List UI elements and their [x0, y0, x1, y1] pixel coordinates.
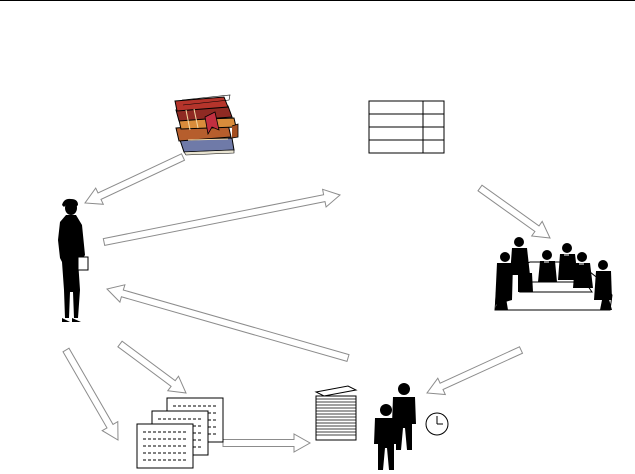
arrow-table-to-meeting — [478, 185, 550, 238]
meeting-group-icon — [495, 237, 612, 310]
arrow-layer — [63, 154, 550, 452]
papers-and-people-icon — [316, 383, 416, 470]
people-silhouette-icon — [374, 383, 416, 470]
arrow-woman-to-forms — [118, 341, 186, 393]
arrow-woman-to-table — [103, 189, 340, 245]
grid-table-icon — [369, 101, 444, 153]
arrow-forms-to-papers-people — [223, 434, 310, 452]
arrow-books-to-woman — [85, 154, 185, 205]
form-documents-icon — [137, 398, 223, 468]
arrow-papers-people-to-woman — [107, 285, 349, 362]
books-stack-icon — [175, 95, 238, 155]
standing-woman-icon — [58, 199, 88, 322]
arrow-meeting-to-papers-people — [427, 347, 523, 395]
clock-icon — [426, 413, 448, 435]
paper-stack-icon — [316, 386, 356, 440]
arrow-woman-to-forms — [63, 348, 118, 440]
